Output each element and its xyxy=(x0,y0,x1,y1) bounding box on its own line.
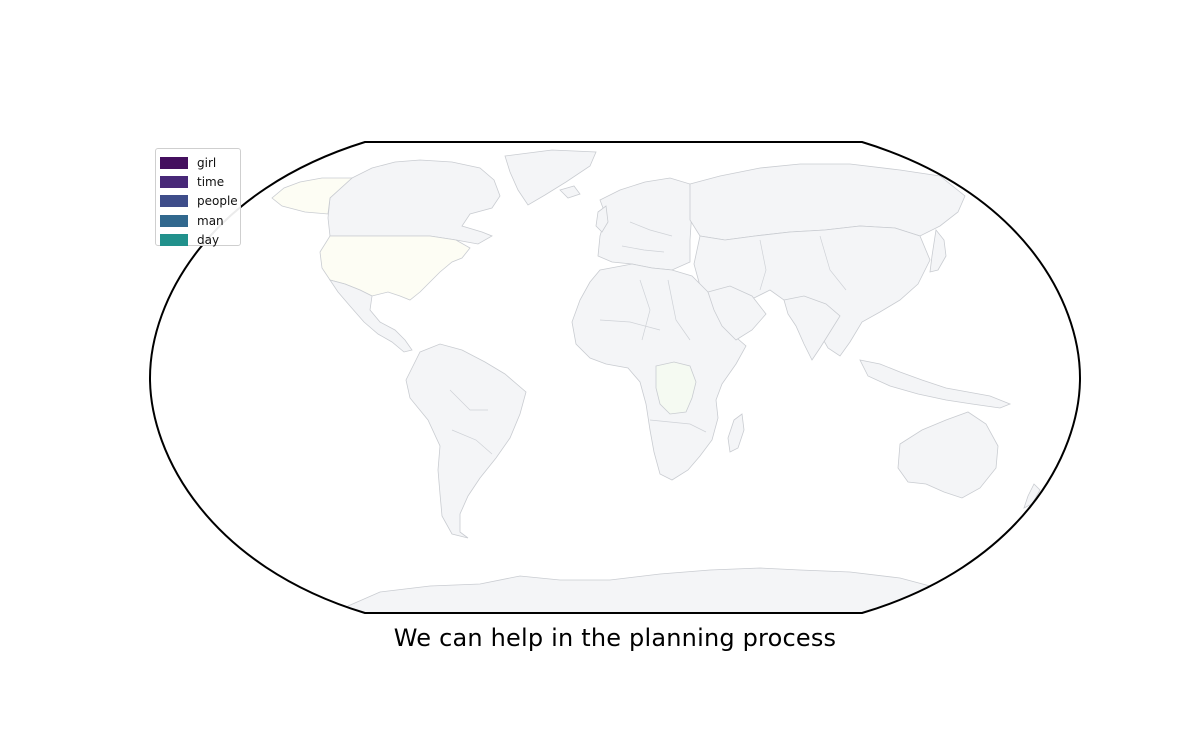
region-madagascar xyxy=(727,413,745,453)
legend-item: day xyxy=(160,231,240,250)
region-southeast-asia xyxy=(859,359,1012,409)
legend-swatch-day xyxy=(160,234,188,247)
legend-item: time xyxy=(160,172,240,191)
region-india xyxy=(783,295,841,361)
region-arabia xyxy=(707,285,767,341)
region-japan xyxy=(929,229,947,273)
region-canada xyxy=(327,159,501,245)
legend-item: people xyxy=(160,192,240,211)
legend-swatch-people xyxy=(160,195,188,208)
region-new-zealand xyxy=(1023,483,1041,509)
region-iceland xyxy=(559,185,581,199)
region-europe xyxy=(597,177,693,271)
map-legend: girl time people man day xyxy=(155,148,241,247)
legend-label: people xyxy=(197,194,238,209)
map-frame xyxy=(148,141,1082,614)
region-russia xyxy=(689,163,966,241)
legend-item: girl xyxy=(160,153,240,172)
region-australia xyxy=(897,411,999,499)
region-mexico xyxy=(329,279,413,353)
country-borders xyxy=(449,221,847,455)
region-alaska xyxy=(271,177,354,215)
legend-swatch-man xyxy=(160,214,188,227)
legend-label: day xyxy=(197,233,220,248)
legend-label: time xyxy=(197,175,225,190)
legend-swatch-girl xyxy=(160,156,188,169)
legend-label: girl xyxy=(197,155,217,170)
region-uk xyxy=(595,205,609,233)
region-dr-congo xyxy=(655,361,697,415)
legend-swatch-time xyxy=(160,176,188,189)
legend-item: man xyxy=(160,211,240,230)
legend-label: man xyxy=(197,213,224,228)
region-greenland xyxy=(504,149,597,206)
land-layer xyxy=(271,149,1041,613)
region-south-america xyxy=(405,343,527,539)
map-caption: We can help in the planning process xyxy=(393,624,837,652)
